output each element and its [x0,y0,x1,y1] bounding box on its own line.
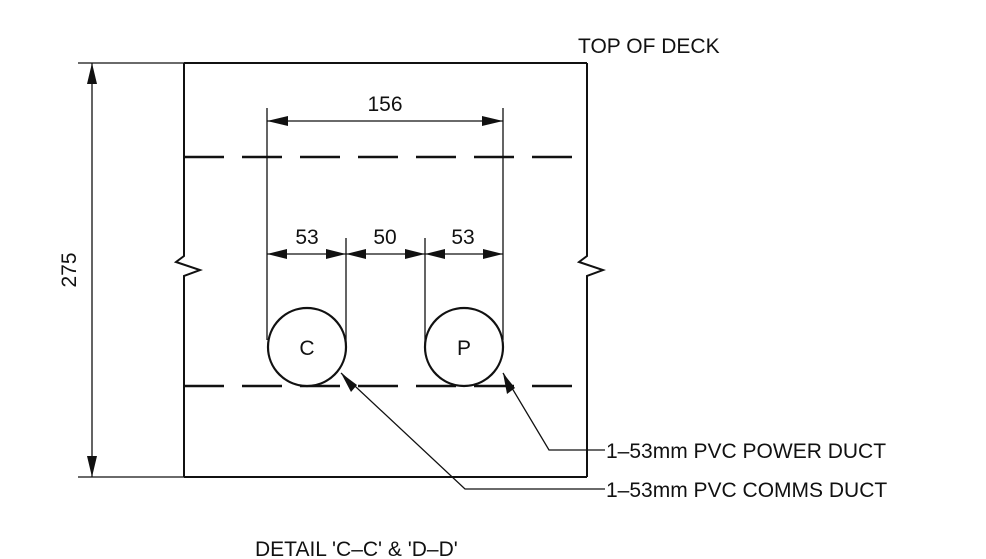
comms-duct-leader [340,372,605,490]
arrow-down-icon [87,456,97,477]
arrow-up-icon [87,63,97,84]
extension-lines [266,108,504,348]
power-duct-leader [502,372,605,451]
comms-duct-letter: C [299,337,314,360]
deck-section-outline [173,62,606,478]
duct-right-dimension: 53 [451,226,474,249]
duct-left-dimension: 53 [295,226,318,249]
arrow-right-icon [482,116,503,126]
power-duct-letter: P [457,337,471,360]
spacing-dimensions: 53 50 53 [267,226,503,259]
height-dimension: 275 [58,62,184,478]
top-of-deck-label: TOP OF DECK [578,35,720,58]
height-dimension-value: 275 [58,252,81,287]
leader-lines [340,372,605,490]
width-dimension-value: 156 [367,93,402,116]
width-dimension: 156 [267,93,503,126]
detail-title: DETAIL 'C–C' & 'D–D' [255,538,458,559]
power-duct-label: 1–53mm PVC POWER DUCT [606,440,886,463]
gap-dimension: 50 [373,226,396,249]
power-duct: P [423,306,505,388]
arrow-left-icon [267,116,288,126]
comms-duct: C [266,306,348,388]
comms-duct-label: 1–53mm PVC COMMS DUCT [606,479,887,502]
